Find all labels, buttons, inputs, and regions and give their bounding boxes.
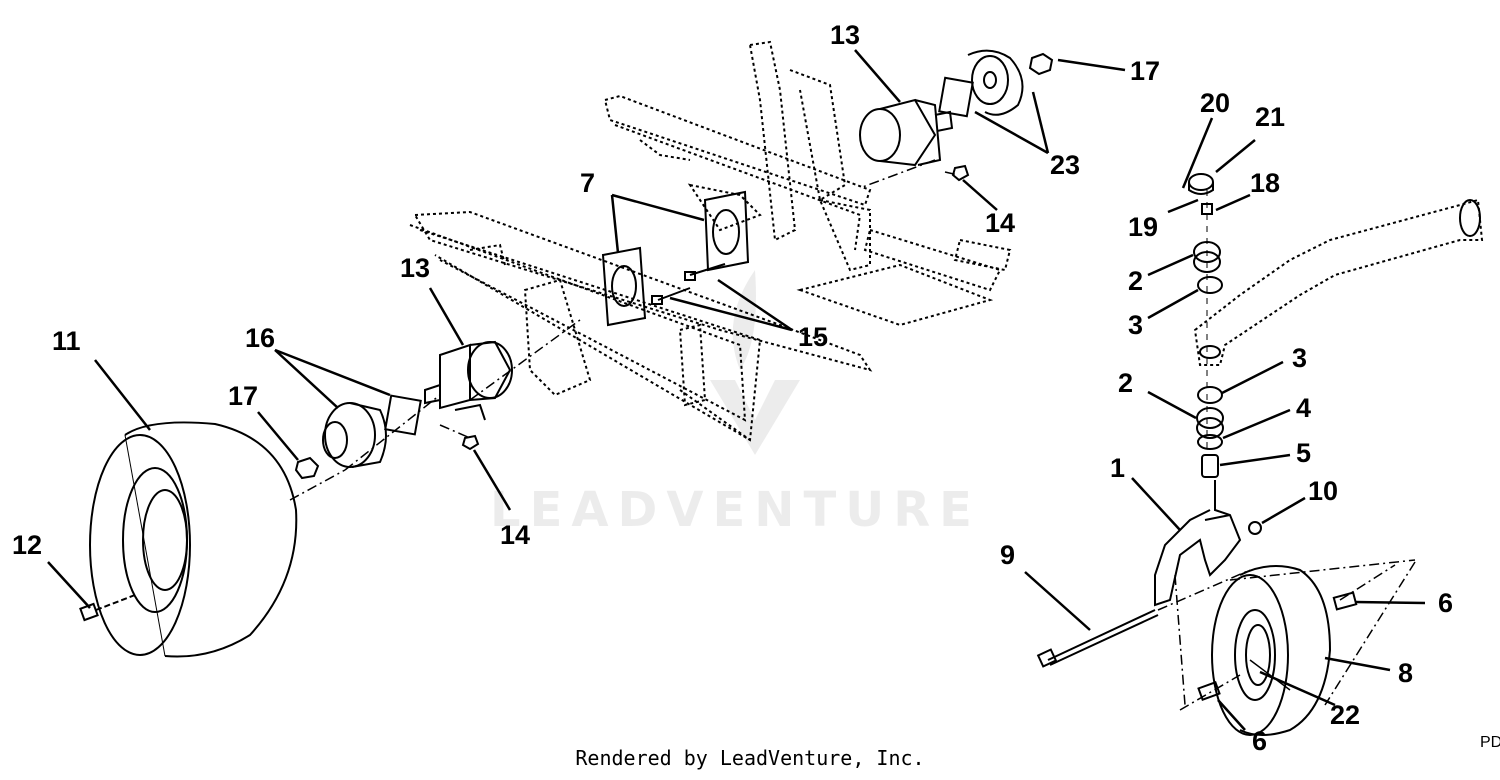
caster-fork — [1154, 480, 1242, 607]
callout-8: 8 — [1398, 658, 1414, 688]
spacers — [1197, 591, 1358, 701]
caster-stack — [1188, 173, 1224, 478]
callout-1: 1 — [1110, 453, 1126, 483]
callout-18: 18 — [1250, 168, 1281, 198]
callout-17: 17 — [1130, 56, 1161, 86]
callout-15: 15 — [798, 322, 829, 352]
callout-11: 11 — [52, 326, 81, 356]
lug-nut — [294, 456, 320, 480]
callout-9: 9 — [1000, 540, 1016, 570]
callout-21: 21 — [1255, 102, 1286, 132]
callout-13: 13 — [830, 20, 861, 50]
hub-gasket — [384, 394, 422, 436]
callout-2: 2 — [1118, 368, 1134, 398]
wheel-hub — [322, 402, 387, 468]
callout-7: 7 — [580, 168, 596, 198]
callout-3: 3 — [1292, 343, 1308, 373]
axle-bolt — [1047, 609, 1156, 661]
bolts — [651, 263, 726, 305]
callout-3: 3 — [1128, 310, 1144, 340]
callout-16: 16 — [245, 323, 276, 353]
callout-4: 4 — [1296, 393, 1312, 423]
watermark-text: LEADVENTURE — [490, 482, 981, 538]
caster-arm — [1193, 198, 1484, 366]
flange-nut-right — [951, 164, 970, 182]
callout-6: 6 — [1438, 588, 1454, 618]
callout-22: 22 — [1330, 700, 1361, 730]
callout-17: 17 — [228, 381, 259, 411]
leader-lines — [47, 49, 1426, 731]
callout-12: 12 — [12, 530, 43, 560]
callout-2: 2 — [1128, 266, 1144, 296]
callout-20: 20 — [1200, 88, 1231, 118]
alignment-lines — [289, 159, 1416, 711]
wheel-hub-right — [938, 49, 1024, 118]
wheel-motor-right — [859, 98, 954, 167]
callout-14: 14 — [985, 208, 1016, 238]
bolt-12 — [79, 594, 136, 622]
callout-10: 10 — [1308, 476, 1339, 506]
caster-wheel — [1211, 565, 1332, 736]
callout-6: 6 — [1252, 726, 1268, 756]
watermark-logo — [710, 270, 800, 455]
diagram-code: PD — [1480, 734, 1500, 751]
callout-5: 5 — [1296, 438, 1312, 468]
lug-nut-right — [1028, 52, 1054, 76]
footer-credit: Rendered by LeadVenture, Inc. — [575, 746, 925, 770]
rear-wheel-left — [89, 421, 298, 658]
callout-19: 19 — [1128, 212, 1159, 242]
callout-13: 13 — [400, 253, 431, 283]
flange-nut-left — [461, 434, 480, 451]
wheel-motor-left — [424, 340, 513, 421]
axle-bolt-body — [1049, 614, 1159, 666]
frame-assembly — [409, 40, 1012, 442]
adapter-plates — [601, 190, 750, 327]
callout-23: 23 — [1050, 150, 1081, 180]
callout-14: 14 — [500, 520, 531, 550]
nut-10 — [1248, 521, 1262, 535]
